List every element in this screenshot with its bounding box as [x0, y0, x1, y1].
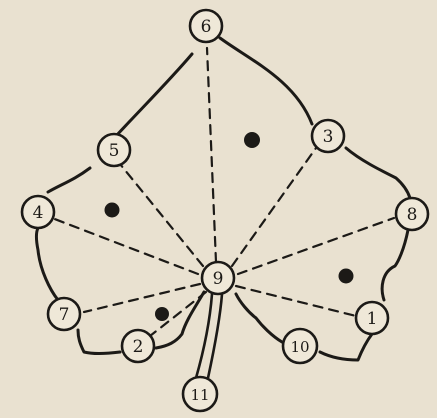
dot-left-upper [105, 203, 120, 218]
vein-9-5 [120, 164, 203, 266]
leaf-dots [105, 132, 354, 321]
outline-3-8 [346, 148, 410, 198]
vein-9-7 [84, 284, 200, 312]
node-7-label: 7 [59, 305, 70, 325]
node-5-label: 5 [109, 141, 120, 161]
outline-10-9 [236, 294, 282, 342]
node-6-label: 6 [201, 17, 212, 37]
outline-7-4 [37, 228, 59, 300]
vein-9-1 [236, 286, 356, 316]
node-4: 4 [22, 196, 54, 228]
node-11: 11 [183, 377, 217, 411]
node-1: 1 [356, 302, 388, 334]
node-3: 3 [312, 120, 344, 152]
node-4-label: 4 [33, 203, 44, 223]
dot-right-lower [339, 269, 354, 284]
leaf-outline [37, 38, 411, 360]
vein-9-6 [207, 48, 216, 262]
dot-upper [244, 132, 260, 148]
node-5: 5 [98, 134, 130, 166]
vein-9-3 [232, 148, 316, 266]
node-6: 6 [190, 10, 222, 42]
node-7: 7 [48, 298, 80, 330]
node-2: 2 [122, 330, 154, 362]
outline-1-10 [320, 334, 372, 360]
vein-9-4 [52, 218, 198, 274]
dot-left-lower [155, 307, 169, 321]
node-11-label: 11 [190, 386, 209, 404]
node-10-label: 10 [290, 338, 309, 356]
node-8-label: 8 [407, 205, 418, 225]
node-2-label: 2 [133, 337, 144, 357]
node-10: 10 [283, 329, 317, 363]
node-9: 9 [202, 262, 234, 294]
outline-5-6 [116, 54, 192, 136]
node-9-label: 9 [213, 269, 224, 289]
outline-2-7 [78, 330, 120, 354]
node-8: 8 [396, 198, 428, 230]
leaf-stem [196, 294, 222, 378]
outline-8-1 [382, 230, 408, 300]
outline-6-3 [220, 38, 312, 124]
node-1-label: 1 [367, 309, 378, 329]
node-3-label: 3 [323, 127, 334, 147]
outline-4-5 [48, 168, 90, 192]
